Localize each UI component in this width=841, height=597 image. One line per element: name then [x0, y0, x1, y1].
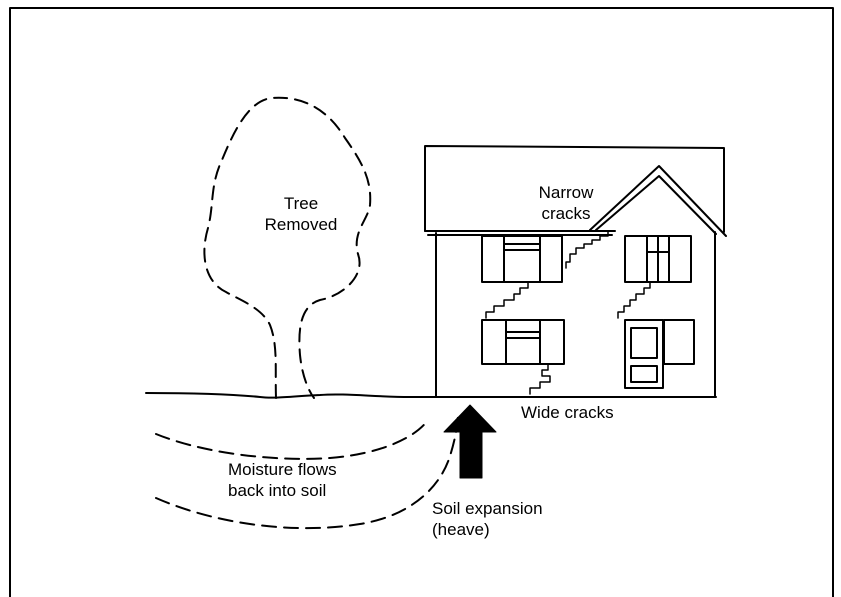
- window-lower-right: [663, 319, 695, 365]
- soil-expansion-line2: (heave): [432, 520, 490, 539]
- door: [624, 319, 664, 389]
- narrow-cracks-label: Narrow cracks: [520, 182, 612, 224]
- house: [424, 145, 727, 398]
- moisture-flow-lower: [155, 411, 459, 530]
- tree-label: Tree Removed: [256, 193, 346, 235]
- crack-lower-left: [529, 363, 551, 395]
- soil-expansion-line1: Soil expansion: [432, 499, 543, 518]
- heave-arrow-icon: [443, 404, 497, 479]
- frame-border: [9, 7, 834, 597]
- moisture-flow-lines: [155, 411, 459, 530]
- moisture-label-line2: back into soil: [228, 481, 327, 500]
- narrow-cracks-line2: cracks: [541, 204, 591, 223]
- roof-eave: [424, 145, 725, 233]
- moisture-label-line1: Moisture flows: [228, 460, 337, 479]
- window-lower-left: [481, 319, 565, 365]
- gable-outer: [589, 165, 727, 237]
- ground-line: [145, 392, 717, 399]
- window-upper-left: [481, 235, 563, 283]
- soil-expansion-label: Soil expansion (heave): [432, 498, 543, 540]
- tree-label-line1: Tree: [283, 194, 319, 213]
- crack-mid-left: [485, 281, 529, 319]
- crack-upper-left: [565, 230, 613, 269]
- narrow-cracks-line1: Narrow: [538, 183, 594, 202]
- tree-label-line2: Removed: [264, 215, 338, 234]
- moisture-flow-upper: [155, 419, 429, 460]
- window-upper-right: [624, 235, 692, 283]
- removed-tree-outline: [203, 96, 372, 399]
- gable-inner: [595, 175, 717, 235]
- moisture-label: Moisture flows back into soil: [228, 459, 337, 501]
- wide-cracks-label: Wide cracks: [521, 403, 614, 422]
- crack-mid-right: [617, 281, 657, 319]
